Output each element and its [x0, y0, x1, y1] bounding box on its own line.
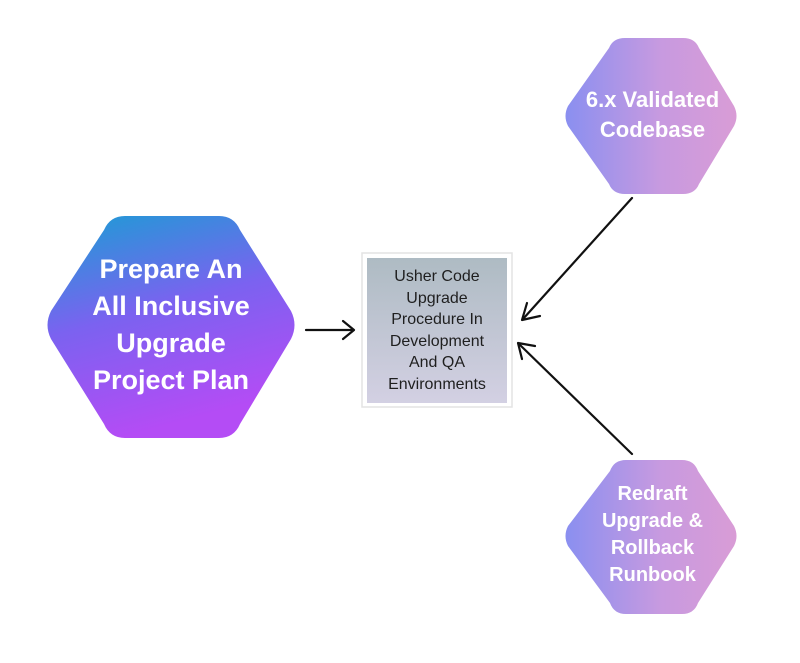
edge-main-to-procedure [304, 319, 356, 341]
hexagon-runbook[interactable] [565, 460, 737, 614]
hexagon-codebase[interactable] [565, 38, 737, 194]
edge-runbook-line [517, 342, 634, 456]
procedure-label: Usher Code Upgrade Procedure In Developm… [388, 268, 486, 393]
edge-runbook-arrowhead [516, 341, 537, 361]
edge-main-arrowhead [341, 319, 356, 341]
edge-runbook-to-procedure [516, 341, 634, 456]
hexagon-main-plan[interactable] [47, 216, 295, 438]
edge-codebase-to-procedure [520, 196, 634, 322]
procedure-box[interactable] [367, 258, 507, 403]
edge-codebase-arrowhead [520, 301, 542, 322]
edge-codebase-line [521, 196, 634, 321]
